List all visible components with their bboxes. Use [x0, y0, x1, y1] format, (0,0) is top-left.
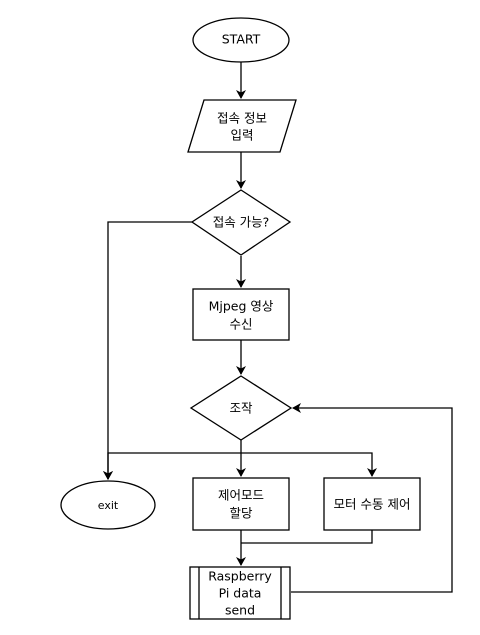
edge-decision-connect-to-exit	[103, 221, 192, 480]
receive-label-line-1: Mjpeg 영상	[209, 299, 274, 314]
decision-control-label: 조작	[229, 401, 253, 416]
receive-node: Mjpeg 영상 수신	[192, 288, 290, 341]
input-label-line-1: 접속 정보	[217, 111, 267, 126]
edges	[103, 62, 453, 593]
decision-connect-node: 접속 가능?	[190, 189, 292, 256]
start-label: START	[222, 32, 261, 47]
send-label-line-1: Raspberry	[208, 569, 272, 584]
input-label-line-2: 입력	[230, 128, 253, 143]
exit-label: exit	[98, 499, 119, 512]
send-node: Raspberry Pi data send	[189, 566, 291, 620]
receive-label-line-2: 수신	[229, 317, 252, 332]
send-label-line-3: send	[225, 603, 255, 618]
manual-control-label: 모터 수동 제어	[334, 497, 411, 512]
decision-connect-label: 접속 가능?	[213, 215, 270, 230]
edge-manual-control-to-send	[241, 530, 373, 544]
start-node: START	[192, 17, 290, 63]
send-label-line-2: Pi data	[219, 586, 262, 601]
decision-control-node: 조작	[189, 375, 293, 441]
edge-decision-control-to-manual-control	[241, 452, 377, 477]
mode-assign-label-line-1: 제어모드	[218, 488, 264, 503]
edge-send-to-decision-control	[291, 403, 453, 593]
edge-decision-control-to-exit	[103, 452, 241, 480]
mode-assign-node: 제어모드 할당	[192, 477, 290, 531]
exit-node: exit	[60, 480, 156, 530]
manual-control-node: 모터 수동 제어	[323, 477, 421, 531]
input-node: 접속 정보 입력	[187, 99, 297, 153]
mode-assign-label-line-2: 할당	[229, 506, 253, 521]
